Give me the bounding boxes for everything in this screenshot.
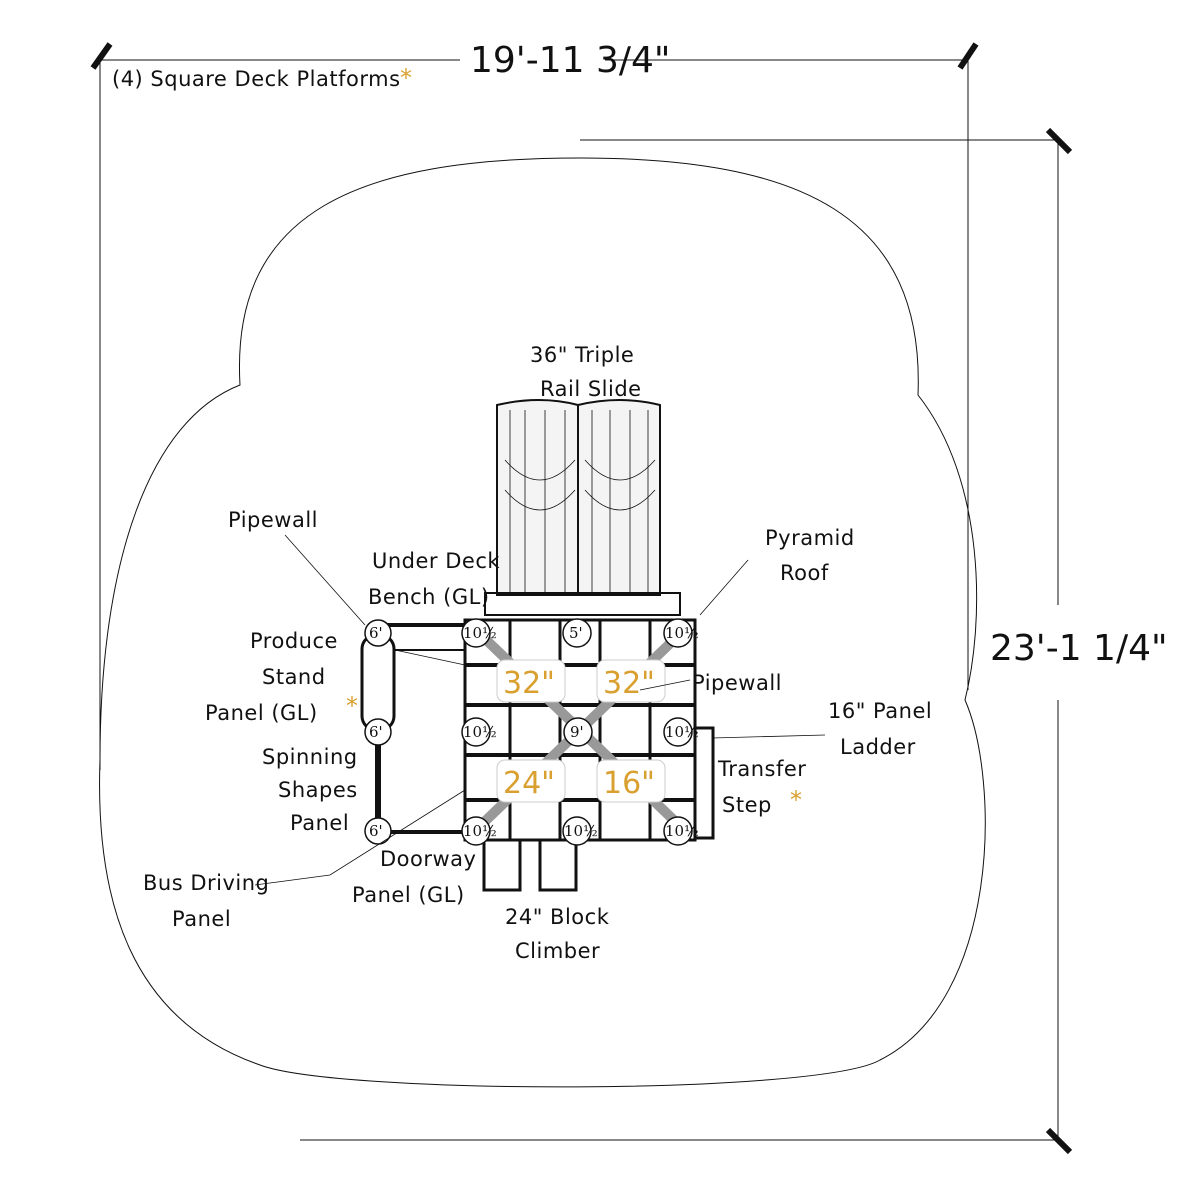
panel-ladder-label: Ladder	[840, 735, 916, 759]
leader-lines	[254, 534, 826, 886]
produce-stand-label: Panel (GL)	[205, 701, 318, 725]
post-10-5ft: 10½	[665, 624, 699, 642]
post-10-5ft: 10½	[463, 723, 497, 741]
pipewall-left-label: Pipewall	[228, 508, 318, 532]
note-star: *	[400, 64, 412, 92]
deck-height-24: 24"	[503, 766, 555, 801]
deck-height-32-left: 32"	[503, 666, 555, 701]
spinning-shapes-label: Spinning	[262, 745, 358, 769]
produce-stand-label: Produce	[250, 629, 338, 653]
pyramid-roof-label: Pyramid	[765, 526, 855, 550]
block-climber-label: 24" Block	[505, 905, 610, 929]
width-dimension-label: 19'-11 3/4"	[470, 40, 670, 81]
pipewall-right-label: Pipewall	[692, 671, 782, 695]
post-10-5ft: 10½	[665, 723, 699, 741]
post-6ft: 6'	[369, 624, 383, 642]
deck-height-32-right: 32"	[603, 666, 655, 701]
panel-ladder-label: 16" Panel	[828, 699, 932, 723]
spinning-shapes-label: Panel	[290, 811, 349, 835]
post-9ft: 9'	[570, 723, 584, 741]
slide-label: 36" Triple	[530, 343, 634, 367]
post-10-5ft: 10½	[463, 822, 497, 840]
produce-stand-star: *	[346, 692, 358, 720]
slide-label: Rail Slide	[540, 377, 642, 401]
bus-driving-label: Panel	[172, 907, 231, 931]
bench-label: Under Deck	[372, 549, 500, 573]
height-dimension	[300, 127, 1073, 1155]
transfer-step-star: *	[790, 786, 802, 814]
deck-height-16: 16"	[603, 766, 655, 801]
use-zone-outline	[99, 157, 986, 1088]
post-markers	[364, 618, 693, 846]
post-5ft: 5'	[569, 624, 583, 642]
spinning-shapes-label: Shapes	[278, 778, 358, 802]
height-dimension-label: 23'-1 1/4"	[990, 628, 1168, 669]
deck-height-badges	[496, 659, 666, 803]
post-10-5ft: 10½	[665, 822, 699, 840]
width-dimension	[90, 42, 979, 770]
doorway-label: Doorway	[380, 847, 476, 871]
transfer-step-label: Transfer	[717, 757, 806, 781]
post-6ft: 6'	[369, 822, 383, 840]
triple-rail-slide	[496, 399, 661, 596]
doorway-label: Panel (GL)	[352, 883, 465, 907]
post-10-5ft: 10½	[564, 822, 598, 840]
transfer-step-label: Step	[722, 793, 772, 817]
under-deck-bench	[484, 592, 681, 616]
bus-driving-label: Bus Driving	[143, 871, 269, 895]
post-6ft: 6'	[369, 723, 383, 741]
produce-stand-label: Stand	[262, 665, 326, 689]
bench-label: Bench (GL)	[368, 585, 490, 609]
deck-platforms-note: (4) Square Deck Platforms	[112, 67, 401, 91]
pyramid-roof-label: Roof	[780, 561, 829, 585]
post-10-5ft: 10½	[463, 624, 497, 642]
block-climber-label: Climber	[515, 939, 600, 963]
